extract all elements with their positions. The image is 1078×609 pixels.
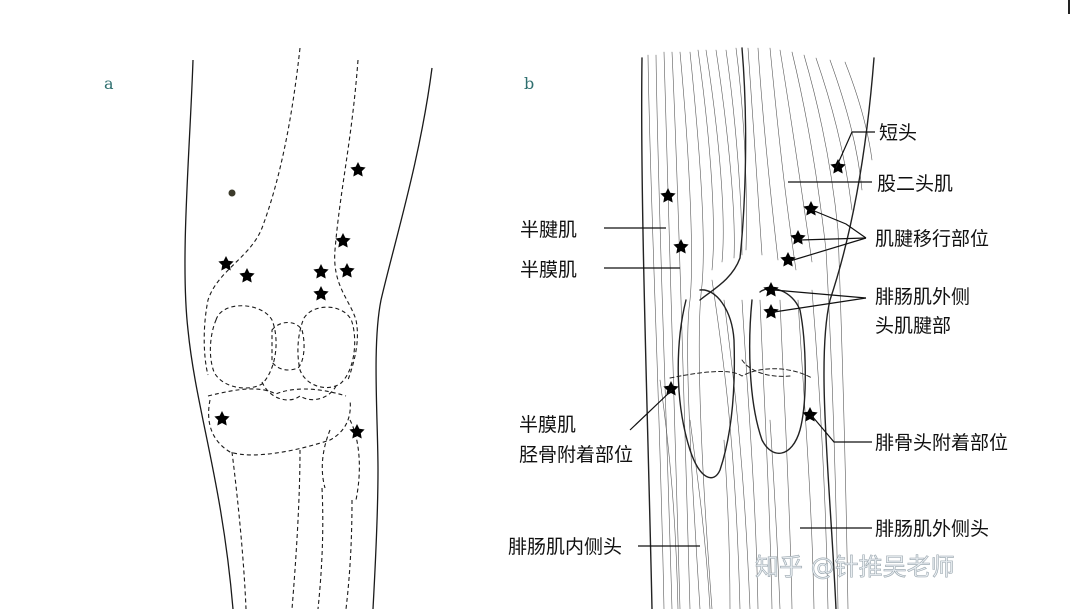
lateral-condyle bbox=[298, 307, 355, 387]
star-icon bbox=[313, 286, 328, 300]
star-icon bbox=[350, 162, 365, 176]
tibia-head bbox=[209, 400, 351, 455]
lateral-gastroc-outline bbox=[750, 289, 806, 454]
label-medial-gastroc-head: 腓肠肌内侧头 bbox=[508, 536, 622, 558]
star-icon bbox=[673, 239, 688, 253]
panel-letter-a: a bbox=[104, 74, 114, 93]
dot-marker bbox=[229, 190, 236, 197]
panel-a: a bbox=[104, 48, 432, 609]
star-icon bbox=[349, 424, 364, 438]
tibia-lateral-shaft bbox=[292, 450, 300, 609]
star-icon bbox=[218, 256, 233, 270]
leader-tendon-1 bbox=[812, 210, 866, 238]
label-semimem-attach-line2: 胫骨附着部位 bbox=[519, 444, 633, 466]
muscle-fibres bbox=[648, 48, 872, 609]
star-icon bbox=[763, 282, 778, 296]
fibula-shaft-lateral bbox=[346, 500, 352, 609]
star-icon bbox=[339, 263, 354, 277]
star-icon bbox=[239, 268, 254, 282]
star-icon bbox=[830, 159, 845, 173]
fibula-shaft-medial bbox=[318, 488, 323, 609]
leader-lat-gastroc-2 bbox=[774, 298, 866, 312]
fibula-head bbox=[322, 430, 330, 488]
stars-panel-a bbox=[214, 162, 365, 438]
leader-tendon-2 bbox=[800, 238, 866, 240]
star-icon bbox=[780, 252, 795, 266]
label-lateral-gastroc-head: 腓肠肌外侧头 bbox=[875, 518, 989, 540]
label-semimembranosus: 半膜肌 bbox=[520, 259, 577, 281]
panel-letter-b: b bbox=[524, 74, 534, 93]
femur-lateral-edge bbox=[335, 60, 358, 380]
watermark-text: 知乎 @针推吴老师 bbox=[755, 553, 955, 581]
labels: 短头 股二头肌 半腱肌 半膜肌 肌腱移行部位 腓肠肌外侧 头肌腱部 半膜肌 胫骨… bbox=[508, 122, 1008, 558]
femur-medial-edge bbox=[204, 48, 300, 375]
star-icon bbox=[803, 201, 818, 215]
medial-condyle bbox=[210, 306, 276, 388]
bone-ghost-lines bbox=[670, 360, 812, 378]
label-short-head: 短头 bbox=[879, 122, 917, 144]
medial-contour bbox=[642, 58, 652, 609]
label-tendon-transition: 肌腱移行部位 bbox=[875, 228, 989, 250]
leg-outline-left bbox=[185, 60, 233, 609]
label-biceps-femoris: 股二头肌 bbox=[877, 173, 953, 195]
label-lat-gastroc-line2: 头肌腱部 bbox=[875, 315, 951, 337]
muscle-drawing bbox=[642, 48, 874, 609]
knee-outline bbox=[185, 60, 432, 609]
star-icon bbox=[790, 230, 805, 244]
star-icon bbox=[214, 411, 229, 425]
lateral-contour bbox=[824, 58, 874, 609]
star-icon bbox=[313, 264, 328, 278]
panel-b: b bbox=[508, 48, 1008, 609]
label-fibular-head-attach: 腓骨头附着部位 bbox=[875, 432, 1008, 454]
label-lat-gastroc-line1: 腓肠肌外侧 bbox=[875, 286, 970, 308]
label-semimem-attach-line1: 半膜肌 bbox=[519, 414, 576, 436]
label-semitendinosus: 半腱肌 bbox=[520, 219, 577, 241]
star-icon bbox=[663, 381, 678, 395]
muscle-contours bbox=[642, 48, 874, 609]
corner-mark bbox=[1068, 0, 1070, 14]
tibia-medial-shaft bbox=[232, 452, 246, 609]
bone-outlines bbox=[204, 48, 359, 609]
tibial-plateau bbox=[208, 389, 346, 396]
leg-outline-right bbox=[373, 68, 432, 609]
star-icon bbox=[335, 233, 350, 247]
